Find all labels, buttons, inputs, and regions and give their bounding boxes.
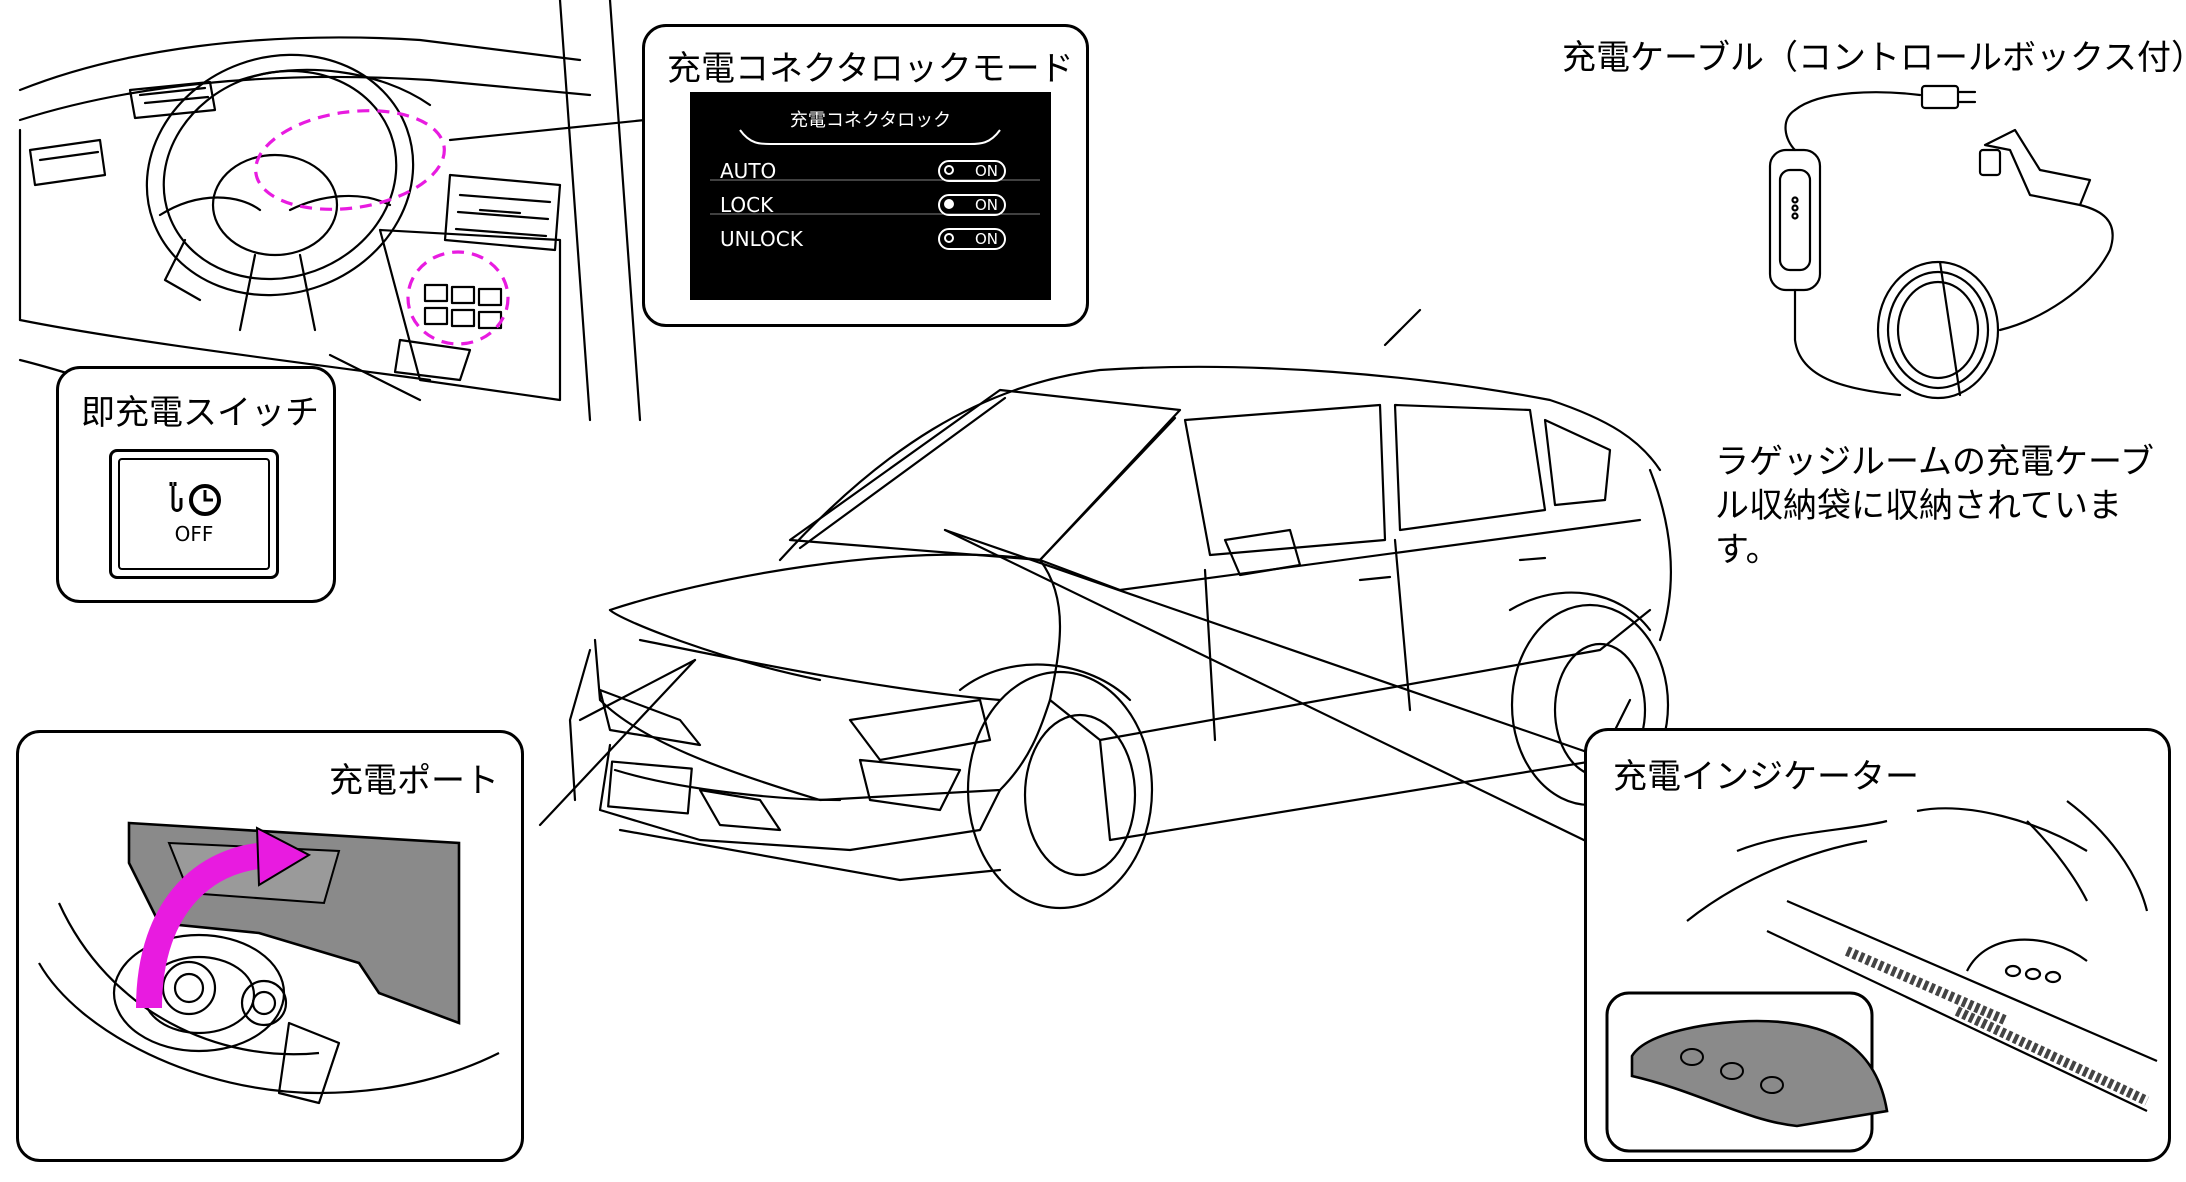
toggle-dot-filled-icon [944, 199, 954, 209]
car-illustration [568, 308, 1672, 910]
lcd-toggle-lock: ON [938, 194, 1006, 216]
lock-mode-title: 充電コネクタロックモード [667, 49, 1074, 89]
lcd-row-lock: LOCK [720, 193, 774, 217]
lcd-toggle-auto: ON [938, 160, 1006, 182]
instant-charge-switch-face: OFF [109, 449, 279, 579]
switch-title: 即充電スイッチ [81, 393, 319, 433]
leader-line-lock-mode [448, 118, 647, 142]
indicator-lens-panel [1630, 1019, 1889, 1128]
switch-inner-frame [118, 458, 270, 570]
charge-indicator-callout: 充電インジケーター [1584, 728, 2171, 1162]
toggle-dot-icon [944, 233, 954, 243]
charge-port-title: 充電ポート [329, 761, 499, 801]
arrow-head-icon [255, 826, 312, 887]
toggle-dot-icon [944, 165, 954, 175]
lcd-toggle-auto-text: ON [974, 162, 998, 180]
lcd-screen: 充電コネクタロック AUTO ON LOCK ON UNLOCK ON [690, 92, 1051, 300]
charge-port-illustration [38, 821, 500, 1105]
leader-line-indicator-2 [943, 528, 1612, 762]
lcd-toggle-unlock: ON [938, 228, 1006, 250]
leader-line-indicator-1 [943, 528, 1592, 845]
timer-charge-icon [169, 482, 221, 516]
charge-port-callout: 充電ポート [16, 730, 524, 1162]
lcd-heading-frame [739, 129, 1001, 145]
lcd-heading: 充電コネクタロック [789, 110, 952, 131]
switch-callout: 即充電スイッチ OFF [56, 366, 336, 603]
dashboard-illustration [18, 0, 642, 432]
charging-cable-note: ラゲッジルームの充電ケーブル収納袋に収納されています。 [1715, 442, 2154, 570]
highlight-lock-mode [254, 109, 446, 211]
lock-mode-callout: 充電コネクタロックモード 充電コネクタロック AUTO ON LOCK ON U… [642, 24, 1089, 327]
lcd-row-auto: AUTO [720, 159, 777, 183]
charging-cable-illustration [1768, 84, 2114, 400]
leader-line-switch [328, 353, 422, 402]
leader-line-charge-port-2 [538, 658, 697, 827]
charging-cable-title: 充電ケーブル（コントロールボックス付） [1562, 38, 2186, 78]
highlight-switch [406, 250, 510, 346]
lcd-row-unlock: UNLOCK [720, 227, 803, 251]
lcd-toggle-unlock-text: ON [974, 230, 998, 248]
open-direction-arrow [136, 841, 280, 1009]
lcd-row-dividers [710, 179, 1040, 215]
charge-indicator-title: 充電インジケーター [1613, 757, 1919, 797]
leader-line-charge-port-1 [578, 658, 697, 722]
charge-indicator-illustration [1605, 800, 2158, 1153]
switch-off-text: OFF [174, 522, 214, 546]
lcd-toggle-lock-text: ON [974, 196, 998, 214]
